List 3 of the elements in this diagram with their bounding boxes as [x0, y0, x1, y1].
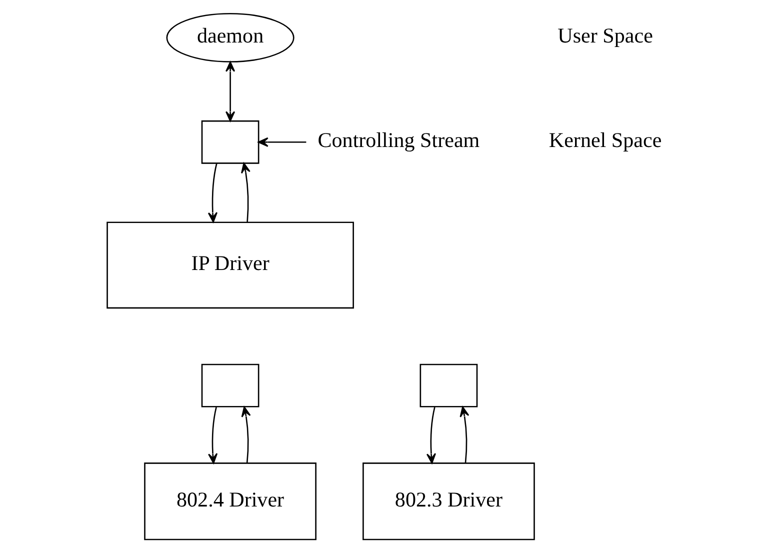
node-text: Controlling Stream: [317, 128, 480, 152]
label: User Space: [557, 24, 652, 48]
label: Kernel Space: [548, 128, 662, 152]
